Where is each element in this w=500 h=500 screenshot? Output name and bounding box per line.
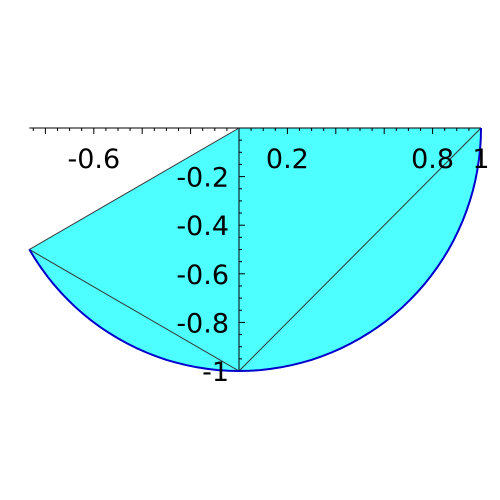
x-tick-label: 0.8 <box>411 144 454 175</box>
arc-curve <box>28 127 482 373</box>
fill-layer <box>29 128 482 371</box>
x-tick-label: -0.6 <box>67 144 120 175</box>
x-tick-label: 1 <box>472 144 489 175</box>
axes <box>29 127 482 372</box>
filled-sector <box>29 128 482 371</box>
y-tick-label: -0.8 <box>176 308 229 339</box>
y-tick-label: -0.4 <box>176 211 229 242</box>
y-tick-label: -0.6 <box>176 260 229 291</box>
y-tick-label: -1 <box>202 357 229 388</box>
curve-layer <box>28 127 482 373</box>
x-tick-label: 0.2 <box>266 144 309 175</box>
tick-labels: -0.6 0.2 0.8 1 -0.2 -0.4 -0.6 -0.8 -1 <box>67 144 489 388</box>
polygon-edges <box>28 127 482 372</box>
y-tick-label: -0.2 <box>176 163 229 194</box>
